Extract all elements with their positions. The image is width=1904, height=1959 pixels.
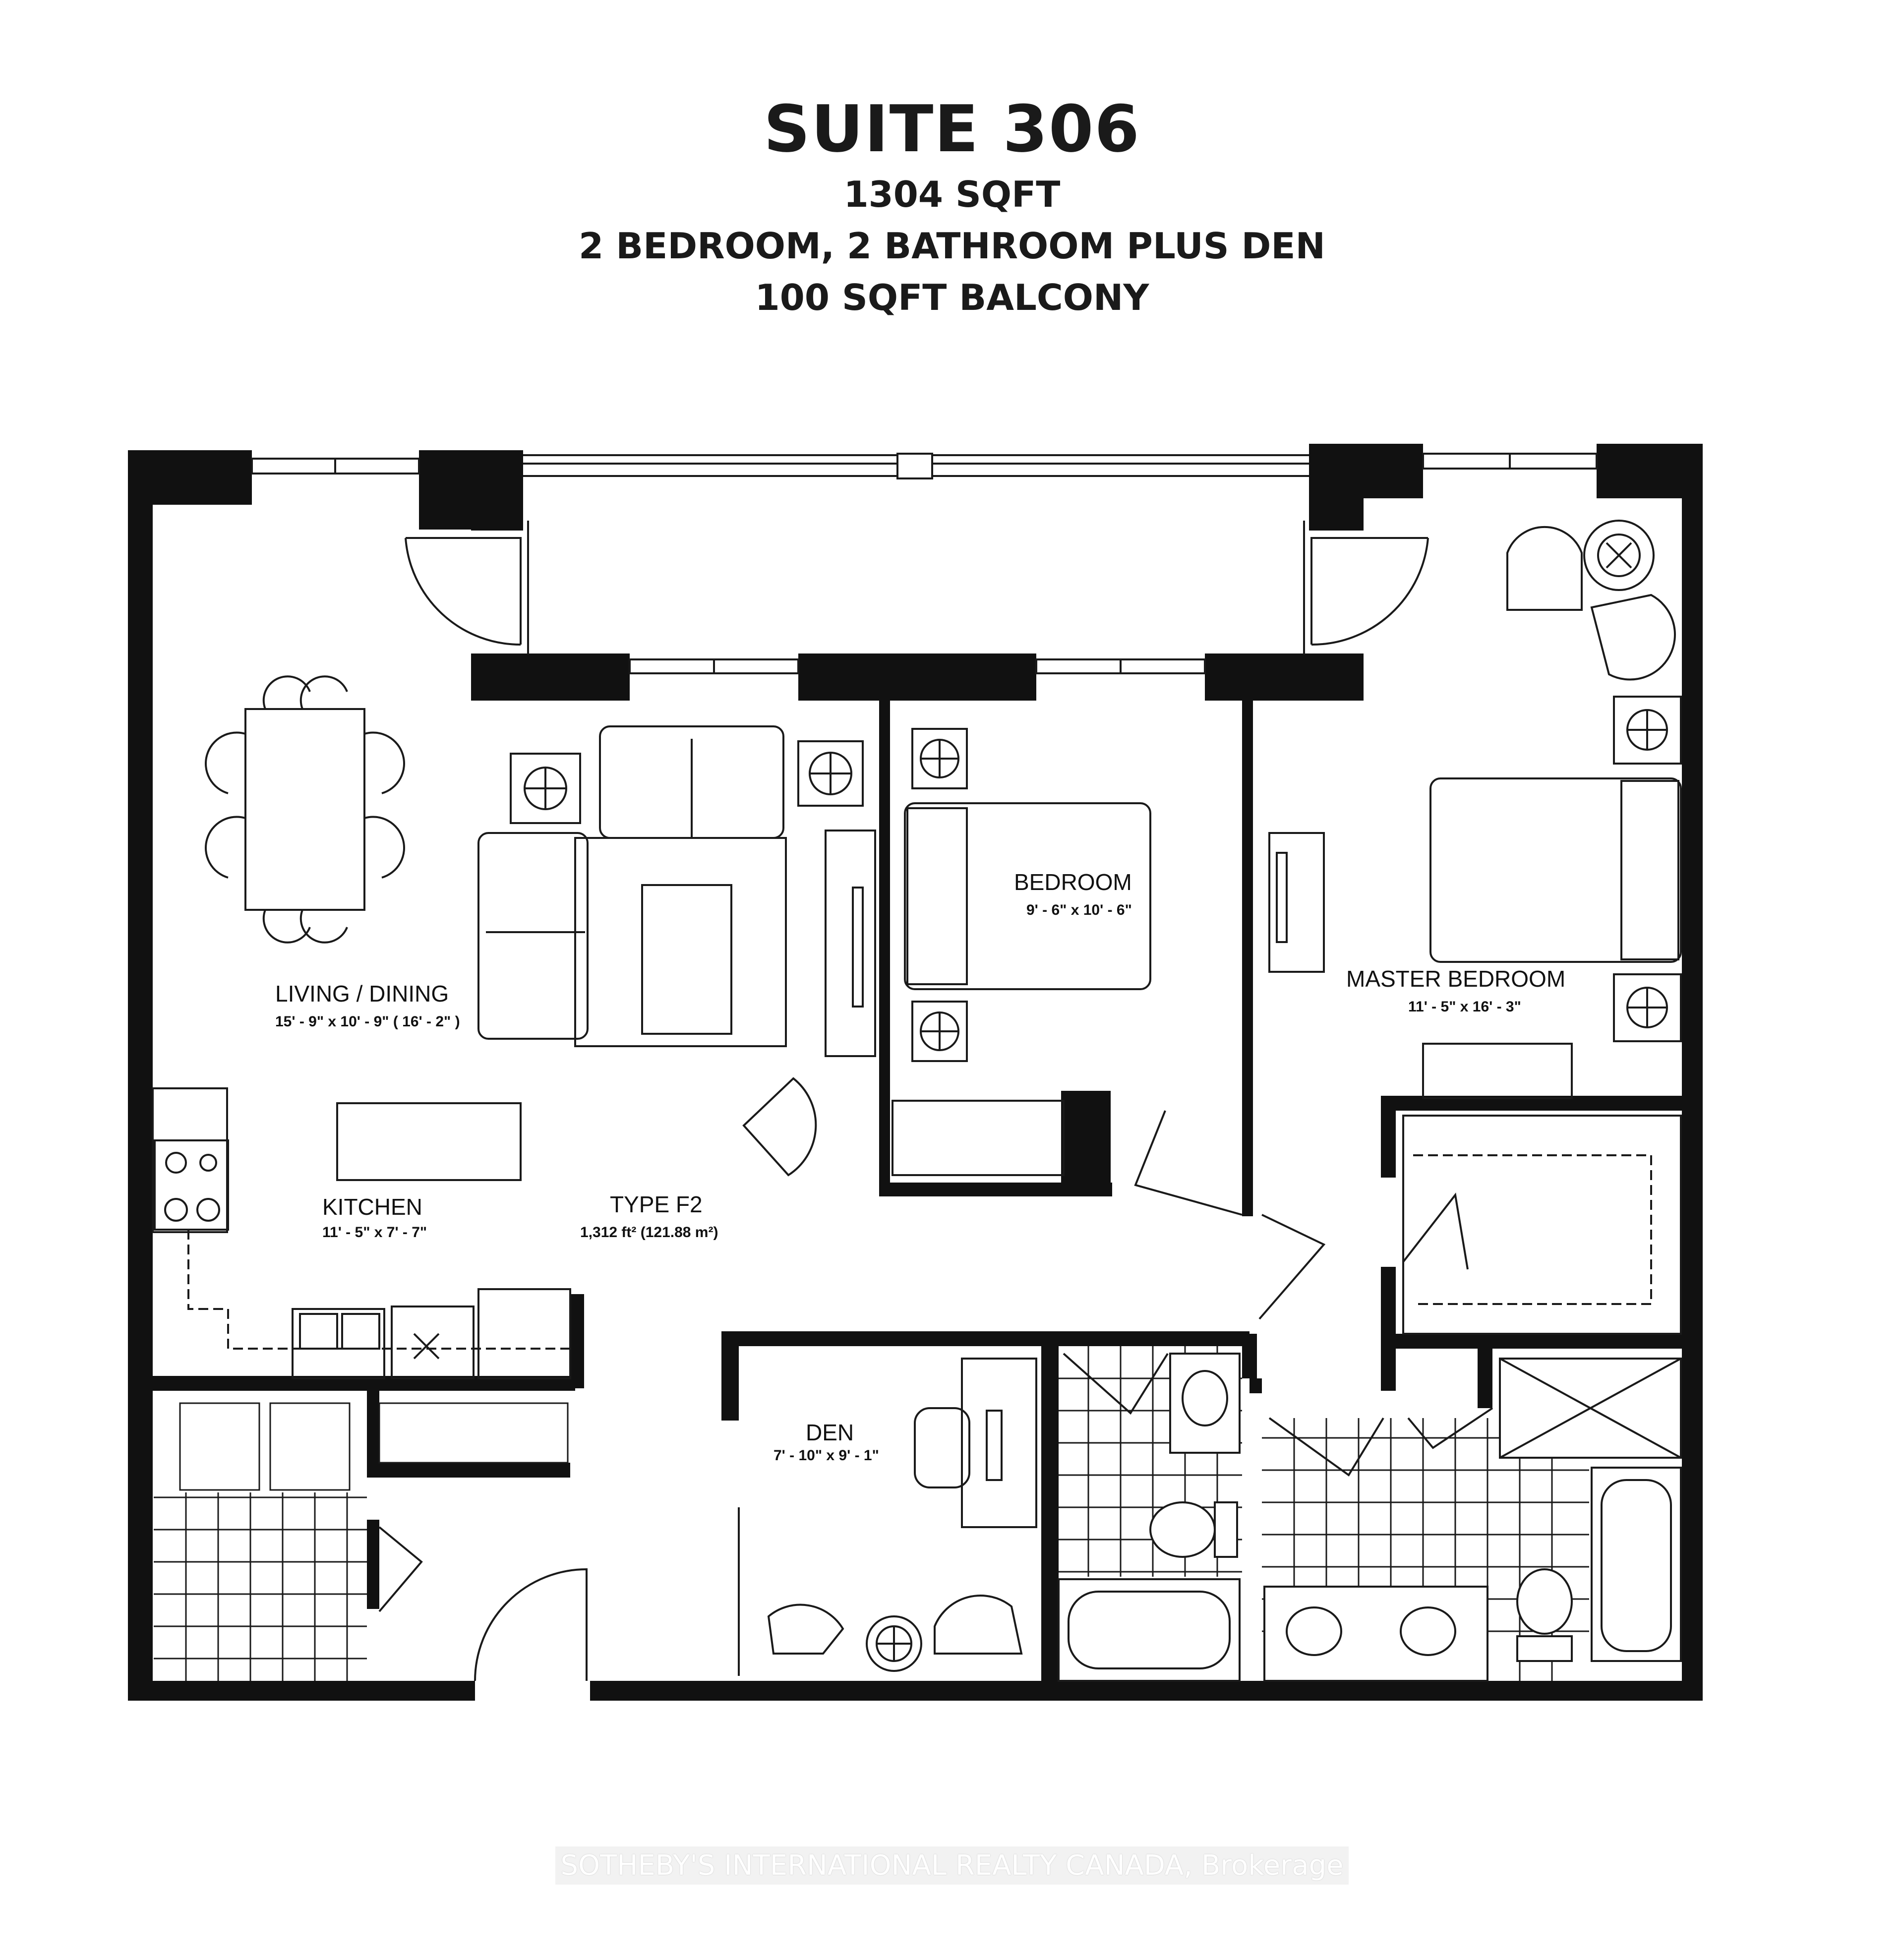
kitchen-fixtures [152, 1087, 575, 1379]
room-label-kitchen: KITCHEN [322, 1194, 422, 1220]
room-dim-bedroom: 9' - 6" x 10' - 6" [1026, 902, 1132, 918]
ensuite-bathroom [1262, 1358, 1682, 1682]
den-furniture [767, 1358, 1037, 1672]
room-dim-kitchen: 11' - 5" x 7' - 7" [322, 1224, 427, 1241]
room-label-living: LIVING / DINING [275, 981, 449, 1007]
room-label-master: MASTER BEDROOM [1346, 966, 1565, 992]
living-furniture [336, 725, 876, 1181]
suite-title: SUITE 306 [764, 91, 1140, 167]
room-label-bedroom: BEDROOM [1014, 869, 1132, 895]
suite-balcony: 100 SQFT BALCONY [755, 277, 1149, 318]
room-label-den: DEN [806, 1420, 854, 1445]
room-dim-den: 7' - 10" x 9' - 1" [774, 1447, 879, 1464]
dining-table [205, 675, 405, 944]
bedroom-furniture [892, 728, 1151, 1176]
room-dim-living: 15' - 9" x 10' - 9" ( 16' - 2" ) [275, 1013, 460, 1030]
bathroom-2 [1058, 1346, 1242, 1682]
watermark: SOTHEBY'S INTERNATIONAL REALTY CANADA, B… [0, 1846, 1904, 1885]
balcony [523, 453, 1309, 654]
suite-layout: 2 BEDROOM, 2 BATHROOM PLUS DEN [579, 225, 1325, 267]
type-area: 1,312 ft² (121.88 m²) [580, 1224, 718, 1241]
exterior-walls [128, 444, 1703, 1701]
type-label: TYPE F2 [610, 1191, 703, 1217]
master-bedroom-furniture [1268, 520, 1682, 1335]
watermark-text: SOTHEBY'S INTERNATIONAL REALTY CANADA, B… [555, 1846, 1349, 1885]
doors [378, 537, 1493, 1681]
laundry [154, 1402, 569, 1681]
suite-area: 1304 SQFT [843, 174, 1061, 215]
room-dim-master: 11' - 5" x 16' - 3" [1408, 999, 1521, 1015]
plan-header: SUITE 306 1304 SQFT 2 BEDROOM, 2 BATHROO… [0, 89, 1904, 323]
windows [251, 453, 1598, 674]
